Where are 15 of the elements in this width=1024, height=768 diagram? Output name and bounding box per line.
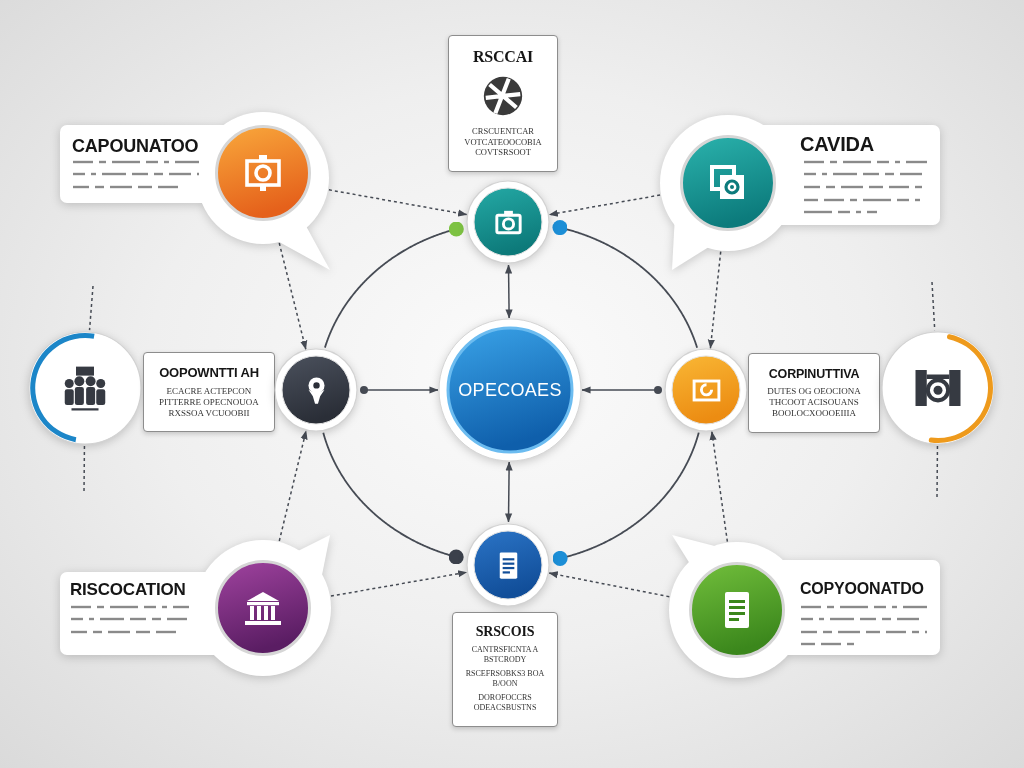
card-heading: RSCCAI [472, 48, 534, 67]
card-text: CANTRSFICNTA A BSTCRODY [470, 645, 540, 665]
card-heading: CORPINUTTIVA [768, 367, 860, 382]
hub-label: OPECOAES [458, 379, 562, 401]
card-heading: SRSCOIS [475, 624, 535, 641]
card-text: CRSCUENTCAR VOTCATEOOCOBIA COVTSRSOOT [463, 126, 543, 157]
card-text: ECACRE ACTEPCON PITTERRE OPECNOUOA RXSSOA VCUOOBII [158, 385, 260, 419]
callout-heading: RISCOCATION [70, 580, 186, 600]
callout-heading: CAPOUNATOO [72, 136, 199, 157]
callout-heading: COPYOONATDO [800, 580, 924, 599]
card-heading: OOPOWNTTI AH [159, 366, 259, 381]
card-text: RSCEFRSOBKS3 BOA B/OON [464, 669, 546, 689]
card-text: DOROFOCCRS ODEACSBUSTNS [472, 693, 538, 713]
card-text: DUTES OG OEOCIONA THCOOT ACISOUANS BOOLOCXOOOEIIIA [766, 386, 862, 419]
callout-heading: CAVIDA [800, 133, 874, 156]
